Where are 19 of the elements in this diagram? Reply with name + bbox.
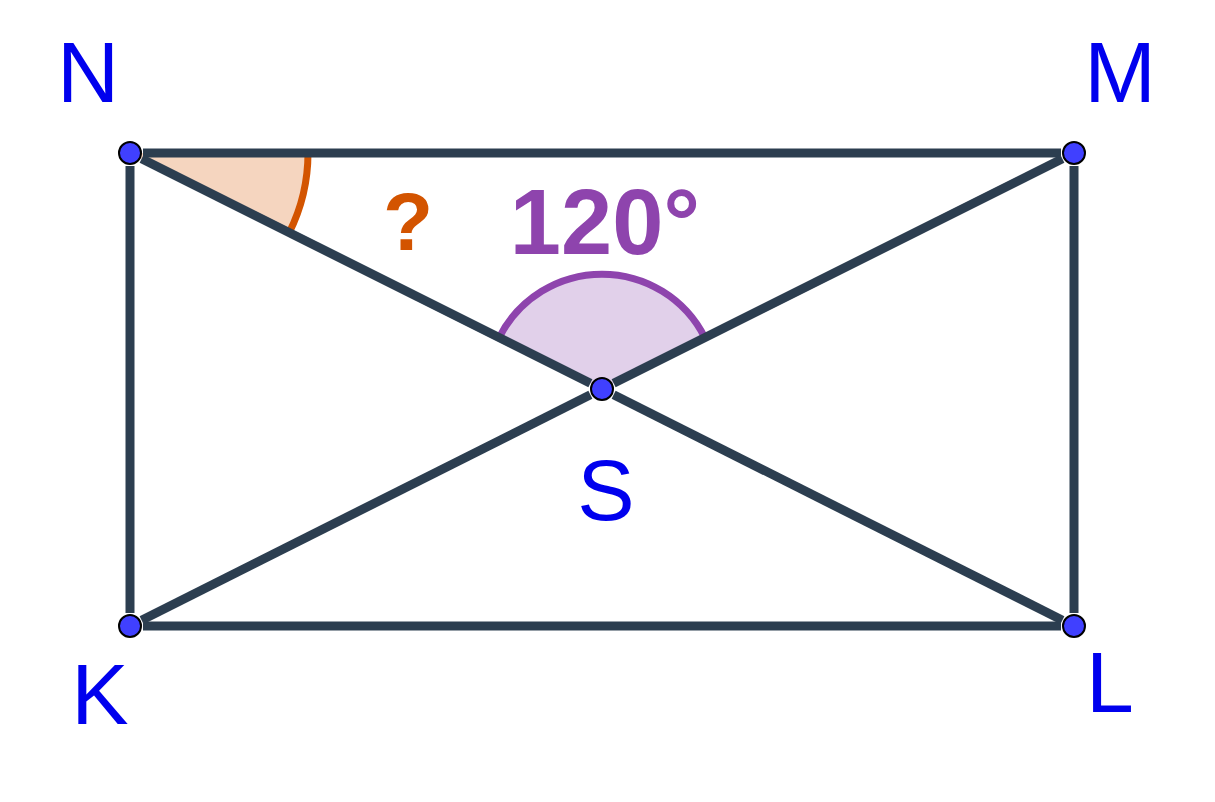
line-segment (139, 390, 593, 625)
point-label: N (56, 29, 120, 115)
point-dot (1062, 141, 1086, 165)
line-segment (125, 166, 135, 613)
point-label: S (577, 447, 635, 533)
point-label: L (1086, 639, 1134, 725)
line-segment (143, 148, 1061, 158)
point-dot (118, 614, 142, 638)
line-segment (611, 154, 1065, 388)
point-dot (1062, 614, 1086, 638)
point-label: M (1084, 29, 1156, 115)
line-segment (139, 154, 593, 388)
line-segment (143, 621, 1061, 631)
point-dot (118, 141, 142, 165)
line-segment (1069, 166, 1079, 613)
angle-label: 120° (509, 176, 701, 268)
line-segment (611, 390, 1065, 625)
unknown-angle-label: ? (382, 181, 434, 263)
point-label: K (71, 651, 129, 737)
